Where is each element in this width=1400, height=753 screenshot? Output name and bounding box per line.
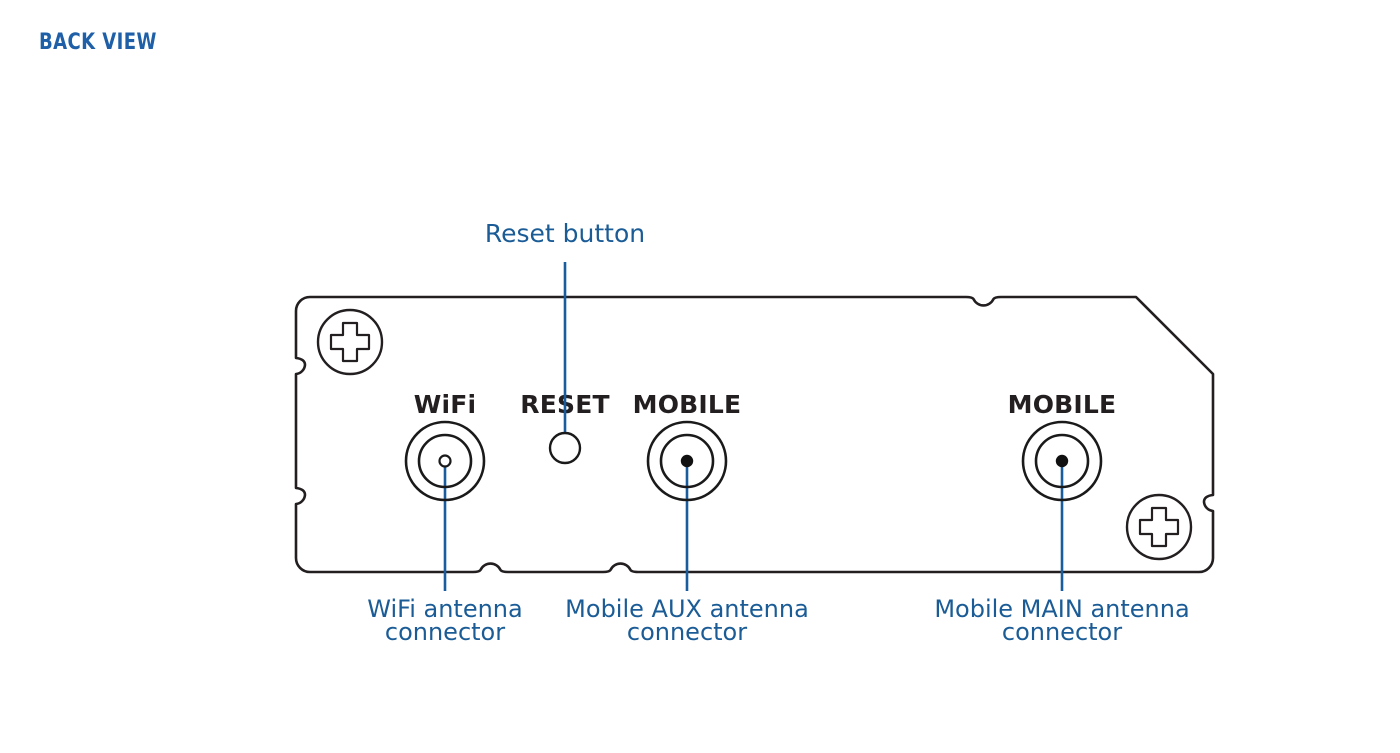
wifi-antenna-connector[interactable]	[404, 420, 486, 502]
silk-label-mobile-main: MOBILE	[1008, 390, 1117, 419]
callout-label-line-1: Mobile AUX antenna	[565, 595, 809, 623]
callout-label-line-2: connector	[627, 618, 747, 646]
connector-inner-ring	[417, 433, 473, 489]
callout-label-line-2: connector	[385, 618, 505, 646]
screw-bottom-right	[1125, 493, 1193, 561]
connector-outer-ring	[1021, 420, 1103, 502]
connector-inner-ring	[1034, 433, 1090, 489]
connector-outer-ring	[646, 420, 728, 502]
screw-top-left	[316, 308, 384, 376]
callout-label-line-2: connector	[1002, 618, 1122, 646]
connector-center-pin	[680, 454, 694, 468]
mobile-aux-antenna-connector[interactable]	[646, 420, 728, 502]
connector-center-pin	[1055, 454, 1069, 468]
device-enclosure-outline	[294, 295, 1215, 574]
callout-label-line-1: Mobile MAIN antenna	[934, 595, 1189, 623]
connector-center-pin	[438, 454, 452, 468]
silk-label-mobile-aux: MOBILE	[633, 390, 742, 419]
connector-outer-ring	[404, 420, 486, 502]
callout-mobile-aux-antenna-connector: Mobile AUX antenna connector	[565, 595, 809, 646]
screw-head-circle	[316, 308, 384, 376]
callout-mobile-main-antenna-connector: Mobile MAIN antenna connector	[934, 595, 1189, 646]
connector-inner-ring	[659, 433, 715, 489]
phillips-cross-icon	[1138, 506, 1180, 548]
callout-reset-button: Reset button	[485, 219, 645, 248]
screw-head-circle	[1125, 493, 1193, 561]
callout-wifi-antenna-connector: WiFi antenna connector	[367, 595, 522, 646]
reset-button[interactable]	[548, 431, 582, 465]
leader-lines	[443, 262, 1064, 591]
device-body-path	[294, 295, 1215, 574]
reset-button-hole[interactable]	[548, 431, 582, 465]
callout-label-line-1: Reset button	[485, 219, 645, 248]
silk-label-wifi: WiFi	[414, 390, 477, 419]
silkscreen-labels: WiFi RESET MOBILE MOBILE	[414, 390, 1117, 419]
mobile-main-antenna-connector[interactable]	[1021, 420, 1103, 502]
page-title: BACK VIEW	[39, 30, 157, 55]
callout-label-line-1: WiFi antenna	[367, 595, 522, 623]
phillips-cross-icon	[329, 321, 371, 363]
